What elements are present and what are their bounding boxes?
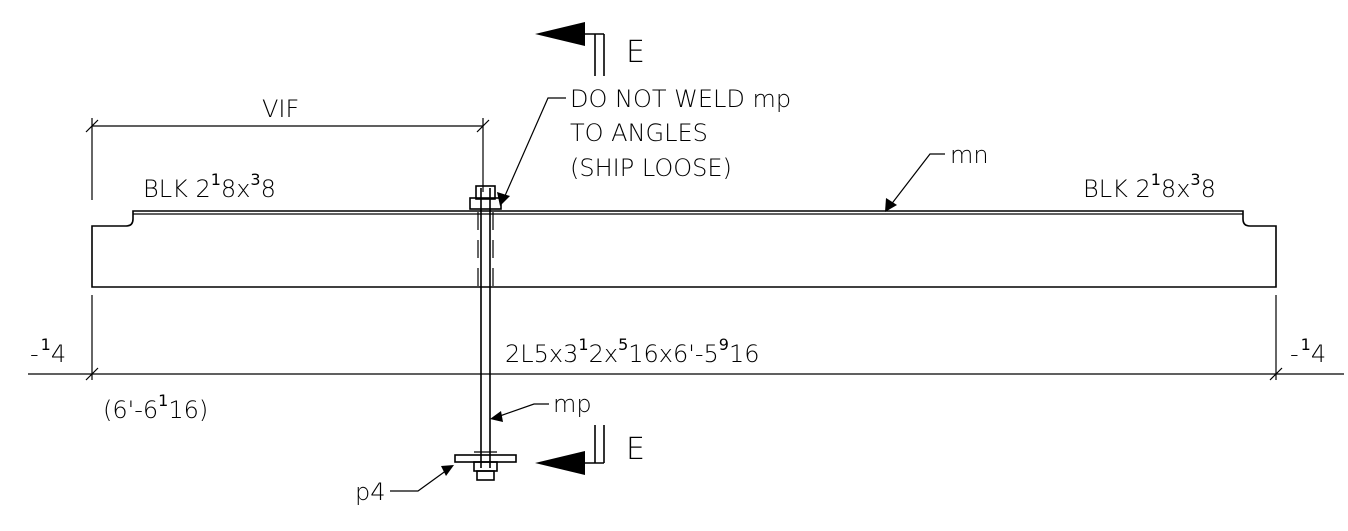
- weld-note-line2: TO ANGLES: [570, 119, 708, 147]
- mp-callout: mp: [490, 390, 592, 422]
- vif-label: VIF: [262, 95, 299, 123]
- blk-left-main: BLK 2: [143, 175, 211, 203]
- vif-dimension: VIF: [85, 95, 490, 200]
- blk-label-left: BLK 218x38: [143, 170, 276, 203]
- section-cut-top: E: [535, 22, 645, 76]
- section-cut-bottom: E: [535, 425, 645, 475]
- member-designation: 2L5x312x516x6'-5916: [505, 335, 760, 368]
- leader-arrow-icon: [885, 198, 897, 212]
- mn-callout: mn: [885, 141, 989, 212]
- overall-length: (6'-6116): [103, 391, 208, 424]
- weld-note: DO NOT WELD mp TO ANGLES (SHIP LOOSE): [497, 85, 791, 206]
- overall-dimension: [28, 295, 1344, 381]
- elevation-right: -14: [1290, 335, 1326, 368]
- elevation-left: -14: [30, 335, 66, 368]
- section-arrow-bottom-icon: [535, 451, 585, 475]
- section-label-top: E: [626, 35, 645, 70]
- bolt-assembly: [454, 185, 517, 481]
- blk-label-right: BLK 218x38: [1083, 170, 1216, 203]
- p4-callout: p4: [355, 465, 454, 506]
- p4-label: p4: [355, 478, 386, 506]
- leader-arrow-icon: [497, 192, 510, 206]
- section-arrow-top-icon: [535, 22, 585, 46]
- svg-text:BLK 218x38: BLK 218x38: [1083, 170, 1216, 203]
- weld-note-line1: DO NOT WELD mp: [570, 85, 791, 113]
- bearing-plate: [454, 454, 517, 463]
- leader-arrow-icon: [441, 465, 454, 476]
- blk-right-main: BLK 2: [1083, 175, 1151, 203]
- weld-note-line3: (SHIP LOOSE): [570, 154, 732, 182]
- mp-label: mp: [553, 390, 592, 418]
- angle-member: [91, 210, 1277, 288]
- mn-label: mn: [950, 141, 989, 169]
- leader-arrow-icon: [490, 411, 503, 422]
- section-label-bottom: E: [626, 432, 645, 467]
- svg-text:BLK 218x38: BLK 218x38: [143, 170, 276, 203]
